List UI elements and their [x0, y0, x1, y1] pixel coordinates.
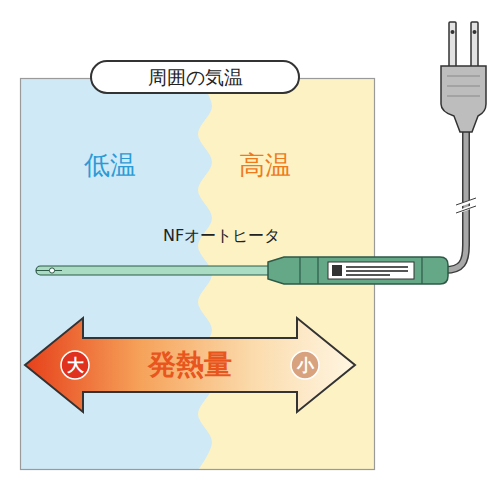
break-mark [456, 198, 476, 213]
plug-body [441, 66, 486, 132]
ambient-panel: 周囲の気温低温高温発熱量大小 [20, 78, 375, 470]
break-mark [458, 200, 474, 212]
cold-zone-fill [20, 78, 212, 470]
plug-grip [447, 76, 480, 96]
node-text: 低温 [70, 146, 150, 184]
panel-border [21, 79, 375, 470]
node-outline [20, 78, 220, 470]
product-name: NFオートヒータ [163, 226, 280, 247]
plug-prong [471, 22, 478, 68]
level-circle [61, 351, 89, 379]
level-badge: 小 [290, 350, 320, 380]
node-text: 高温 [225, 146, 305, 184]
level-badge: 大 [60, 350, 90, 380]
temperature-zone: 低温 [20, 78, 220, 470]
warm-zone-fill [170, 78, 375, 470]
power-cable [445, 128, 466, 270]
node-text: 小 [290, 350, 320, 380]
double-arrow [25, 318, 355, 412]
power-cable [445, 128, 466, 270]
prong-hole [451, 30, 455, 34]
prong-hole [473, 30, 477, 34]
node-text: 大 [60, 350, 90, 380]
node-text: 発熱量 [130, 345, 250, 385]
heat-output-arrow: 発熱量 大 小 [25, 318, 355, 412]
level-circle [291, 351, 319, 379]
panel-heading: 周囲の気温 [90, 60, 300, 94]
plug-prong [449, 22, 456, 68]
